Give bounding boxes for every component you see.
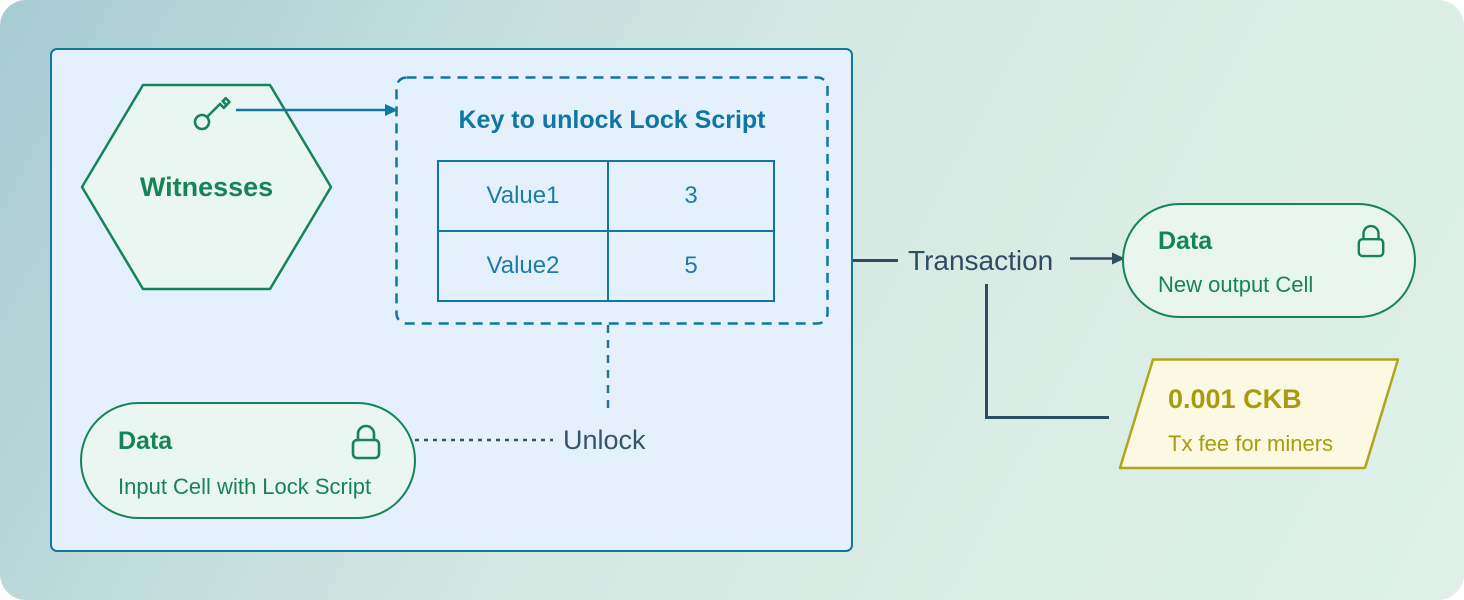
transaction-to-output-arrow	[1070, 252, 1125, 265]
key-box-title: Key to unlock Lock Script	[458, 106, 766, 134]
fee-amount: 0.001 CKB	[1168, 384, 1302, 414]
transaction-to-fee-line-vertical	[985, 284, 988, 418]
keybox-to-unlock-dashed-line	[606, 325, 610, 410]
key-box-dashed-border	[395, 76, 829, 325]
unlock-to-lock-dotted-arrow	[393, 434, 553, 446]
witnesses-label: Witnesses	[139, 172, 274, 202]
input-cell-subtitle: Input Cell with Lock Script	[118, 474, 372, 499]
witnesses-hexagon	[80, 83, 333, 291]
lock-icon	[1357, 224, 1385, 258]
value1-name-cell: Value1	[437, 160, 609, 232]
value2-name-cell: Value2	[437, 230, 609, 302]
unlock-label: Unlock	[563, 425, 646, 455]
output-cell-title: Data	[1158, 227, 1213, 255]
output-cell-subtitle: New output Cell	[1158, 272, 1314, 297]
table-row: Value1 3	[437, 160, 775, 232]
table-row: Value2 5	[437, 230, 775, 302]
key-to-lockscript-arrow	[236, 104, 398, 116]
fee-parallelogram	[1118, 358, 1400, 470]
output-cell-pill: Data New output Cell	[1122, 203, 1416, 318]
transaction-label: Transaction	[908, 245, 1054, 276]
fee-subtitle: Tx fee for miners	[1168, 431, 1334, 456]
key-value-table: Value1 3 Value2 5	[437, 160, 775, 302]
box-to-transaction-line	[853, 259, 898, 262]
transaction-to-fee-line-horizontal	[985, 416, 1109, 419]
input-cell-pill: Data Input Cell with Lock Script	[80, 402, 416, 519]
value1-value-cell: 3	[607, 160, 775, 232]
key-icon	[193, 96, 231, 131]
value2-value-cell: 5	[607, 230, 775, 302]
lock-icon	[351, 424, 381, 460]
input-cell-title: Data	[118, 427, 173, 455]
